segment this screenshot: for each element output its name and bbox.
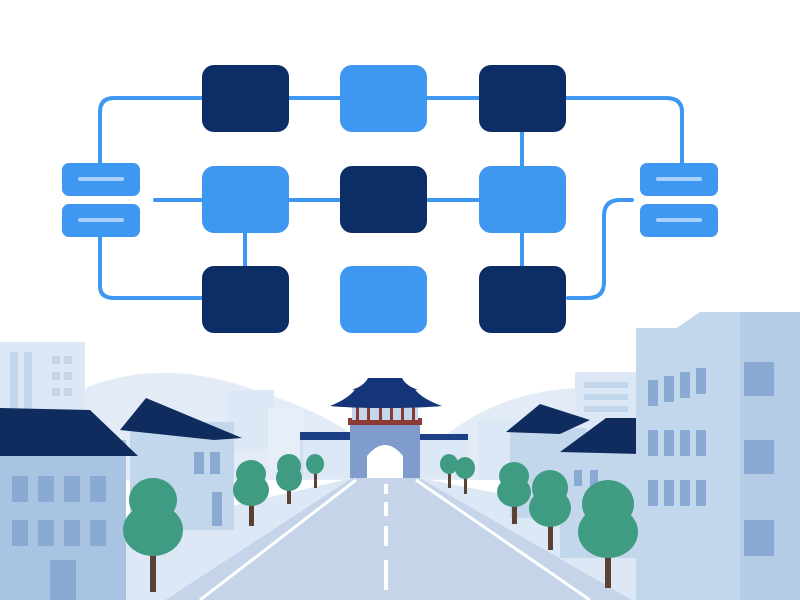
network-nodes bbox=[202, 65, 566, 333]
tree-icon bbox=[440, 454, 458, 488]
tree-icon bbox=[497, 462, 531, 524]
network-node-light bbox=[340, 65, 427, 132]
building-roof bbox=[300, 432, 352, 440]
road-edge-right bbox=[415, 478, 591, 600]
network-node-dark bbox=[479, 266, 566, 333]
left-foreground-buildings bbox=[0, 398, 242, 600]
building-roof bbox=[506, 404, 590, 434]
building-windows bbox=[574, 470, 598, 486]
road-edge-left bbox=[199, 478, 357, 600]
gate-roof bbox=[330, 388, 442, 408]
tree-icon bbox=[276, 454, 302, 504]
network-node-dark bbox=[202, 65, 289, 132]
network-node-dark bbox=[340, 166, 427, 233]
network-node-light bbox=[202, 166, 289, 233]
building-windows bbox=[194, 452, 222, 526]
network-node-light bbox=[479, 166, 566, 233]
gate-beam bbox=[348, 418, 422, 425]
building-roof bbox=[0, 408, 138, 456]
network-node-dark bbox=[202, 266, 289, 333]
gate-roof-top bbox=[352, 378, 418, 390]
building-windows bbox=[12, 476, 106, 600]
gate-arch bbox=[367, 445, 403, 478]
building-roof bbox=[560, 418, 640, 454]
building-windows bbox=[10, 352, 72, 422]
tree-icon bbox=[306, 454, 324, 488]
network-diagram bbox=[62, 65, 718, 333]
tree-icon bbox=[233, 460, 269, 526]
right-server-stack-icon bbox=[640, 163, 718, 237]
building-roof bbox=[120, 398, 242, 440]
bottom-left-connector bbox=[98, 232, 207, 300]
bottom-right-connector bbox=[566, 198, 634, 300]
building-windows bbox=[648, 362, 774, 556]
building-icon bbox=[228, 390, 274, 450]
gate-pillars bbox=[356, 404, 415, 420]
tree-icon bbox=[123, 478, 183, 592]
network-node-light bbox=[340, 266, 427, 333]
tree-icon bbox=[455, 457, 475, 494]
tree-icon bbox=[578, 480, 638, 588]
city-scene bbox=[0, 312, 800, 600]
trees bbox=[123, 454, 638, 592]
road-surface bbox=[165, 478, 632, 600]
building-roof bbox=[420, 434, 468, 442]
building-windows bbox=[584, 382, 628, 412]
tree-icon bbox=[529, 470, 571, 550]
network-node-dark bbox=[479, 65, 566, 132]
left-server-stack-icon bbox=[62, 163, 140, 237]
